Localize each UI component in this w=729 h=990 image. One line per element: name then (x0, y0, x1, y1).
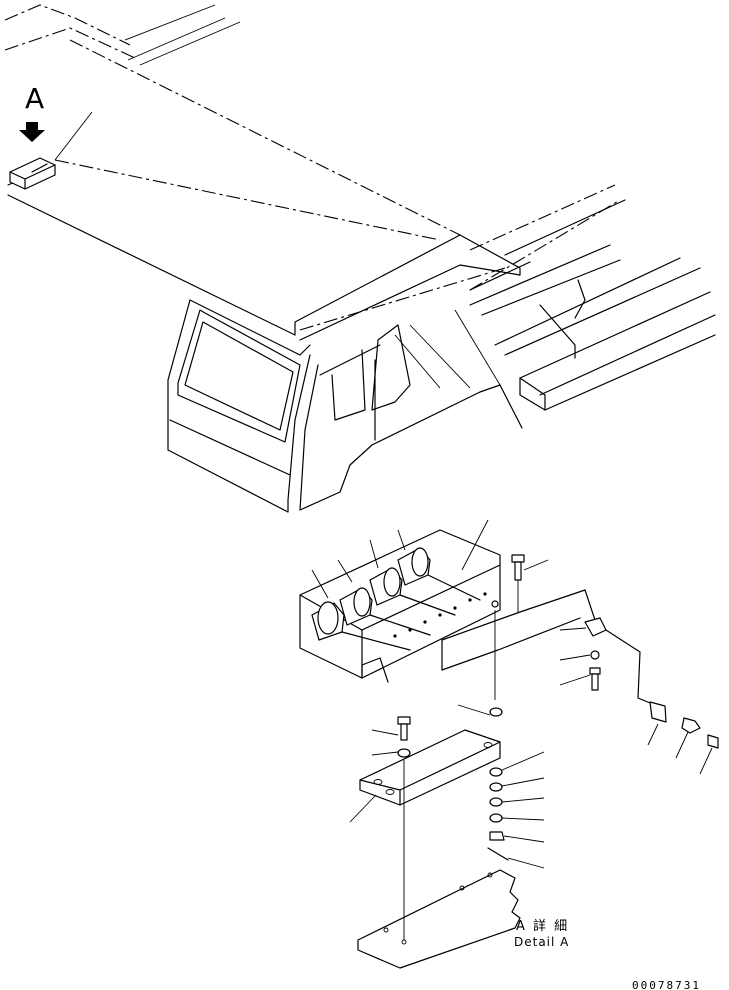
detail-a-assembly: A 詳 細 Detail A (299, 519, 719, 969)
bracket-holes (393, 592, 487, 638)
drawing-number: 00078731 (632, 979, 701, 990)
view-arrow-icon (19, 122, 45, 142)
lower-bolt-icon (397, 716, 411, 940)
horn-icon-group (311, 547, 481, 651)
detail-label-jp: A 詳 細 (516, 918, 569, 934)
view-marker-label: A (25, 82, 44, 115)
machine-cab-view: A (4, 4, 716, 513)
bolt-icon (511, 554, 525, 612)
washer-stack (487, 767, 509, 861)
callout-leaders (311, 519, 713, 869)
detail-label-en: Detail A (514, 935, 569, 949)
